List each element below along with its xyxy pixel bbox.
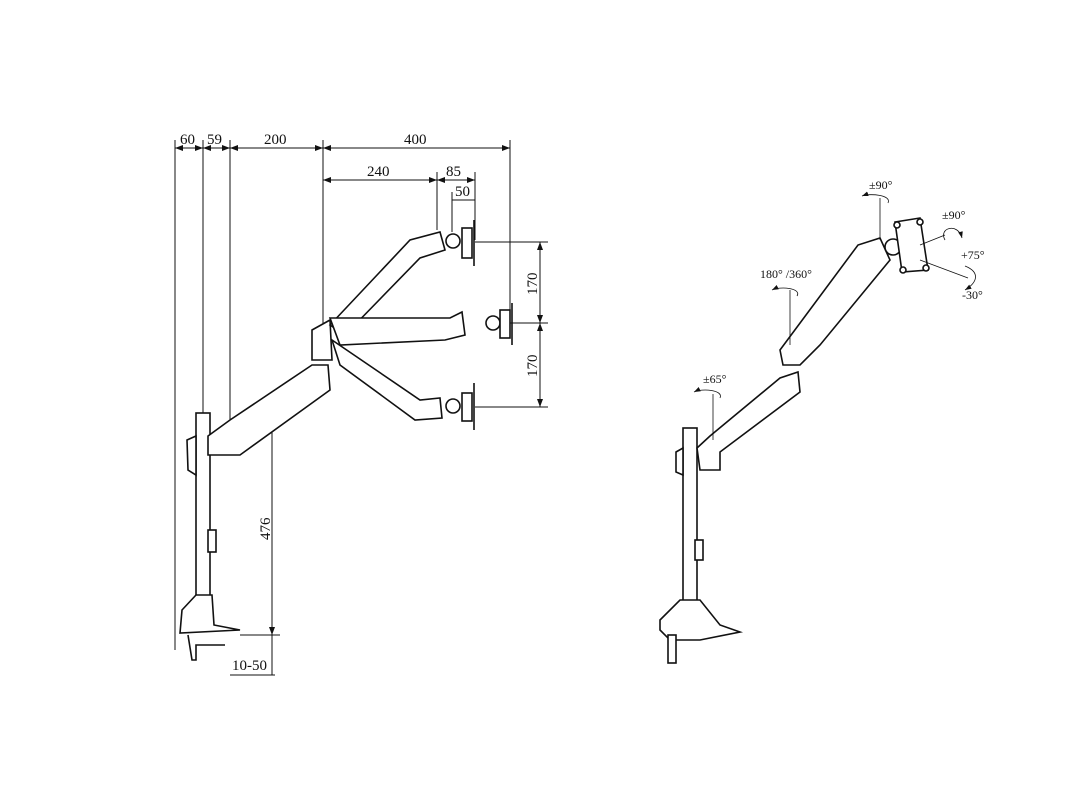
dim-170-upper: 170	[525, 273, 541, 296]
dim-50: 50	[455, 184, 470, 200]
dim-240: 240	[367, 164, 390, 180]
clamp-3d	[659, 599, 744, 641]
dim-200: 200	[264, 132, 287, 148]
dim-476: 476	[258, 517, 274, 540]
rotation-screen: ±90°	[942, 208, 966, 222]
pole-3d	[682, 427, 698, 604]
rotation-head-swivel: ±90°	[869, 178, 893, 192]
dim-10-50: 10-50	[232, 658, 267, 674]
perspective-view-drawing: ±90° 180° /360° ±90° +75° -30° ±65°	[659, 178, 985, 664]
lower-arm	[207, 364, 331, 456]
tilt-up: +75°	[961, 248, 985, 262]
lower-arm-3d	[696, 370, 801, 471]
dim-85: 85	[446, 164, 461, 180]
desk-clamp	[179, 594, 241, 634]
dim-400: 400	[404, 132, 427, 148]
dim-170-lower: 170	[525, 355, 541, 378]
tilt-down: -30°	[962, 288, 983, 302]
upper-arm-lowered	[330, 338, 443, 421]
side-view-drawing: 60 59 200 400 240 85 50 170 170 476 10-5…	[174, 132, 548, 676]
dim-60: 60	[180, 132, 195, 148]
dim-59: 59	[207, 132, 222, 148]
upper-arm-3d	[779, 237, 891, 366]
rotation-base-swivel: ±65°	[703, 372, 727, 386]
rotation-arm: 180° /360°	[760, 267, 812, 281]
